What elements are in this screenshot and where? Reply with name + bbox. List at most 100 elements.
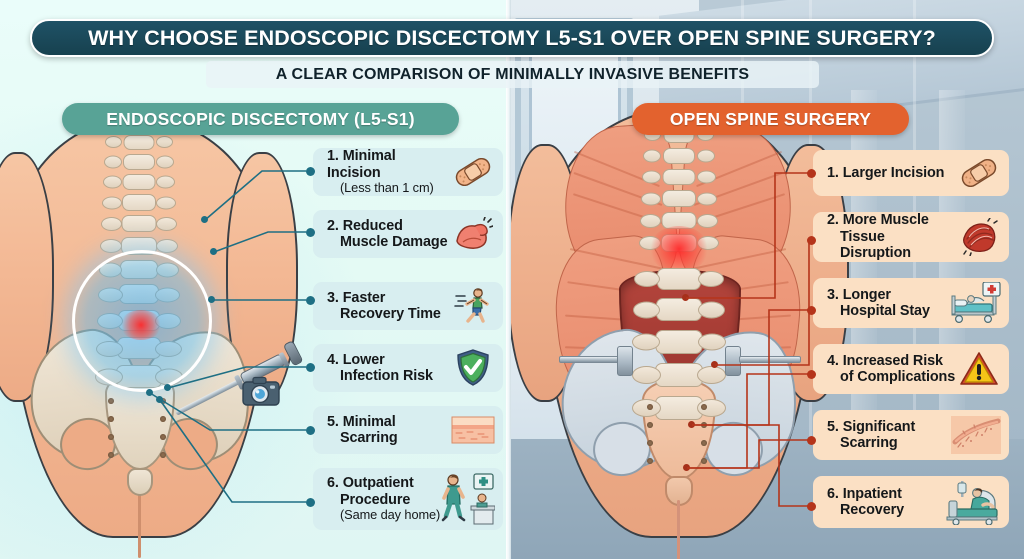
risk-card-5-title: Significant [842,418,916,435]
benefit-card-4[interactable]: 4. Lower Infection Risk [313,344,503,392]
risk-card-4-title2: of Complications [840,369,956,385]
right-section-badge-label: OPEN SPINE SURGERY [669,108,872,129]
gluteal-cleft [138,488,141,558]
warning-triangle-icon [957,349,1001,389]
risk-card-1-title: Larger Incision [842,164,945,181]
gluteal-cleft [677,500,680,559]
hospital-bed-icon [951,282,1001,323]
surgical-retractor-left [559,344,643,378]
risk-card-4-text: 4. Increased Risk of Complications [827,353,957,386]
benefit-card-6-title: Outpatient [342,475,414,492]
benefit-card-3[interactable]: 3. Faster Recovery Time [313,282,503,330]
left-panel-endoscopic [0,0,509,559]
card-dot-2 [306,228,315,237]
page-title: WHY CHOOSE ENDOSCOPIC DISCECTOMY L5-S1 O… [30,19,994,57]
risk-card-2[interactable]: 2. More Muscle Tissue Disruption [813,212,1009,262]
risk-card-1-text: 1. Larger Incision [827,165,957,181]
benefit-card-4-title: Lower [342,351,385,368]
benefit-card-5-title: Minimal [342,413,396,430]
risk-card-4-title: Increased Risk [842,352,943,369]
benefit-card-1-subtitle: (Less than 1 cm) [340,180,434,196]
benefit-card-2-number: 2. [327,217,339,234]
anchor-point-3 [208,296,215,303]
card-dot-1 [306,167,315,176]
card-dot-6 [306,498,315,507]
benefit-card-5-title2: Scarring [340,430,398,446]
scar-icon [951,415,1001,455]
card-dot-3 [807,306,816,315]
benefit-card-2-title: Reduced [342,217,403,234]
risk-card-5[interactable]: 5. Significant Scarring [813,410,1009,460]
upper-spine-hotspot [649,226,709,272]
risk-card-5-title2: Scarring [840,435,898,451]
benefit-card-5-number: 5. [327,413,339,430]
benefit-card-2[interactable]: 2. Reduced Muscle Damage [313,210,503,258]
l5-s1-pain-hotspot [120,310,162,340]
benefit-card-3-number: 3. [327,289,339,306]
risk-card-3-number: 3. [827,286,839,303]
shield-check-icon [451,348,495,388]
benefit-card-4-number: 4. [327,351,339,368]
risk-card-6-title2: Recovery [840,502,905,518]
card-dot-4 [306,363,315,372]
camera-icon [242,376,280,406]
risk-card-1-number: 1. [827,164,839,181]
risk-card-4-number: 4. [827,352,839,369]
left-leader-lines [149,170,306,503]
risk-card-6[interactable]: 6. Inpatient Recovery [813,476,1009,528]
page-subtitle: A CLEAR COMPARISON OF MINIMALLY INVASIVE… [206,61,819,88]
benefit-card-6-title2: Procedure [340,491,411,508]
benefit-card-2-text: 2. Reduced Muscle Damage [327,218,451,251]
page-subtitle-text: A CLEAR COMPARISON OF MINIMALLY INVASIVE… [275,65,750,83]
right-anatomy-illustration [509,108,849,559]
benefit-card-5[interactable]: 5. Minimal Scarring [313,406,503,454]
risk-card-3-title2: Hospital Stay [840,303,930,319]
risk-card-4[interactable]: 4. Increased Risk of Complications [813,344,1009,394]
card-dot-6 [807,502,816,511]
card-dot-2 [807,236,816,245]
benefit-card-5-text: 5. Minimal Scarring [327,414,451,447]
risk-card-2-text: 2. More Muscle Tissue Disruption [827,212,957,261]
benefit-card-6[interactable]: 6. Outpatient Procedure (Same day home) [313,468,503,530]
benefit-card-6-subtitle: (Same day home) [340,507,441,523]
surgical-retractor-right [715,344,801,378]
risk-card-3-title: Longer [842,286,891,303]
card-dot-5 [306,426,315,435]
risk-card-1[interactable]: 1. Larger Incision [813,150,1009,196]
walking-patient-reception-icon [441,472,495,526]
benefit-card-1-number: 1. [327,148,339,165]
benefit-card-6-number: 6. [327,475,339,492]
benefit-card-3-title2: Recovery Time [340,306,441,322]
l5-s1-highlight-ring [72,250,212,392]
anchor-point-5 [146,389,153,396]
coccyx [127,468,153,496]
anchor-point-4 [683,464,690,471]
panel-divider [506,0,511,559]
card-dot-5 [807,436,816,445]
running-person-icon [451,286,495,326]
lumbar-spine-exposed [632,264,726,440]
risk-card-3[interactable]: 3. Longer Hospital Stay [813,278,1009,328]
risk-card-5-text: 5. Significant Scarring [827,419,951,452]
risk-card-3-text: 3. Longer Hospital Stay [827,287,951,320]
left-anatomy-illustration [0,116,298,559]
benefit-card-4-title2: Infection Risk [340,368,433,384]
risk-card-6-title: Inpatient [842,485,902,502]
benefit-card-3-title: Faster [342,289,386,306]
benefit-card-1[interactable]: 1. Minimal Incision (Less than 1 cm) [313,148,503,196]
card-dot-4 [807,370,816,379]
card-dot-1 [807,169,816,178]
torn-muscle-icon [957,217,1001,257]
bandage-icon [957,153,1001,193]
anchor-point-3 [688,421,695,428]
skin-layers-icon [451,410,495,450]
anchor-point-4 [164,384,171,391]
page-title-text: WHY CHOOSE ENDOSCOPIC DISCECTOMY L5-S1 O… [88,25,936,50]
card-dot-3 [306,296,315,305]
anchor-point-2 [711,361,718,368]
bandage-icon [451,152,495,192]
left-section-badge: ENDOSCOPIC DISCECTOMY (L5-S1) [62,103,459,135]
left-section-badge-label: ENDOSCOPIC DISCECTOMY (L5-S1) [106,108,415,129]
anchor-point-1 [201,216,208,223]
